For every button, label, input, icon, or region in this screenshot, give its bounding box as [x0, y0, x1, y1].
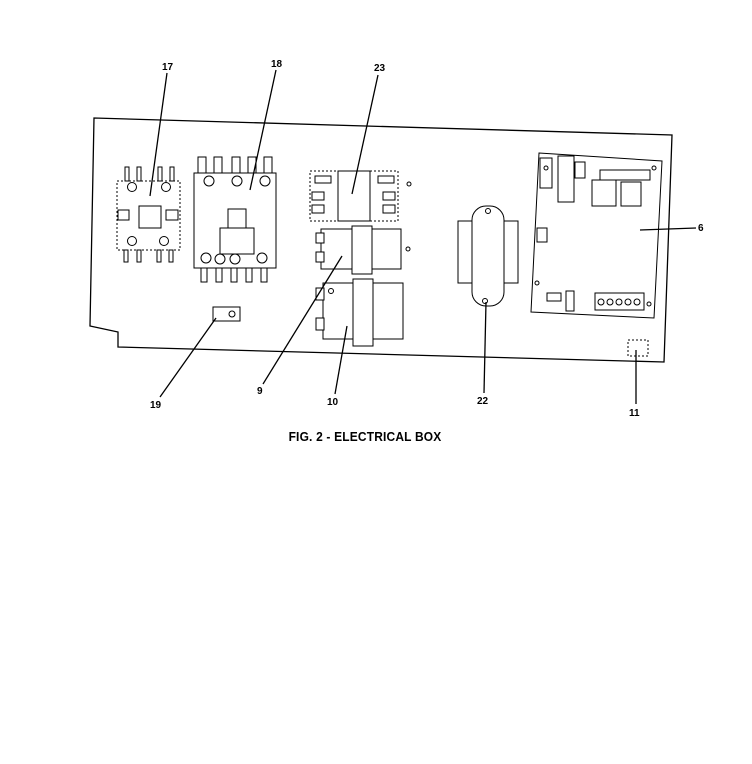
callout-18: 18 [271, 59, 283, 70]
relay-10 [315, 278, 404, 347]
component-11 [627, 339, 649, 357]
contactor-18 [193, 156, 277, 283]
callout-9: 9 [257, 386, 263, 397]
callout-17: 17 [162, 62, 174, 73]
figure-caption: FIG. 2 - ELECTRICAL BOX [288, 429, 442, 444]
relay-23 [309, 170, 412, 222]
contactor-17 [116, 166, 181, 263]
callout-6: 6 [698, 223, 704, 234]
callout-10: 10 [327, 397, 339, 408]
relay-9 [315, 225, 411, 275]
control-board-6 [530, 152, 663, 319]
callout-19: 19 [150, 400, 162, 411]
callout-11: 11 [629, 408, 640, 419]
leader-lines [149, 69, 697, 404]
callout-23: 23 [374, 63, 386, 74]
terminal-19 [212, 306, 241, 322]
panel-outline [89, 117, 673, 363]
transformer-22 [457, 205, 519, 307]
callout-22: 22 [477, 396, 489, 407]
